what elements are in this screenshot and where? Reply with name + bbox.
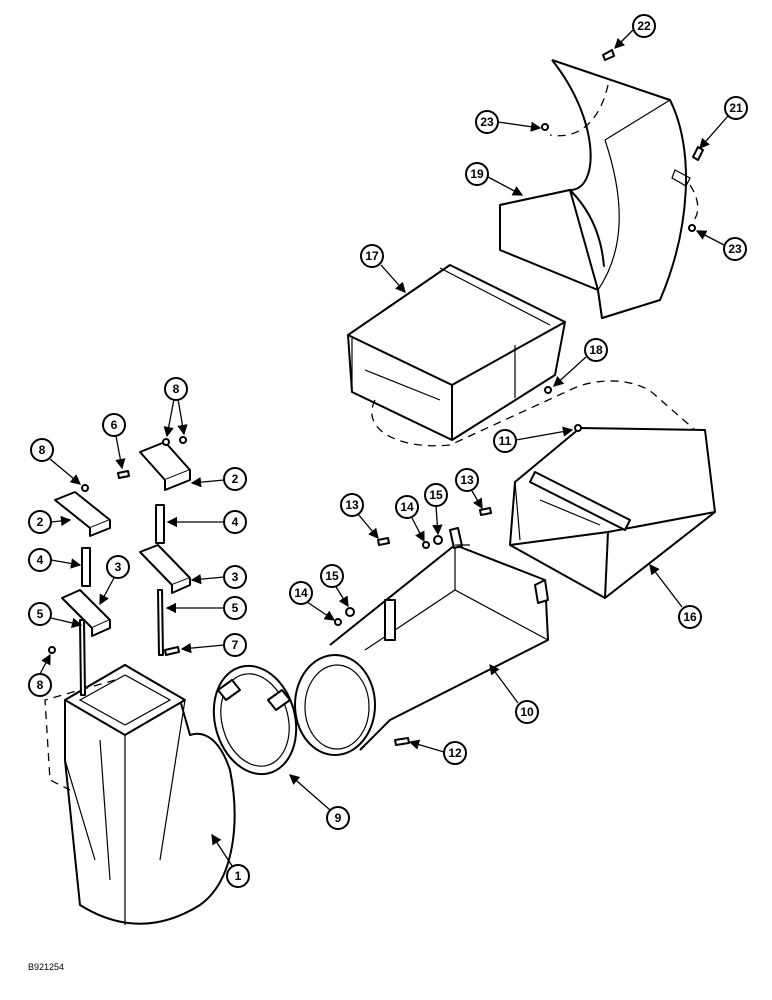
callout-bubble [723,237,747,261]
elbow-spout-part [499,59,699,319]
callout-label: 8 [173,382,180,396]
callout-bubble [226,864,250,888]
callout-label: 22 [637,19,651,33]
hardware-parts [48,49,704,746]
callout-bubble [223,467,247,491]
callout-bubble [223,565,247,589]
callout-layer: 1 2 2 3 3 4 4 5 5 6 7 8 [28,14,748,888]
callout-bubble [515,700,539,724]
extension-chute-part [347,264,566,441]
callout-bubble [584,338,608,362]
callout-label: 14 [294,586,308,600]
callout-bubble [424,483,448,507]
callout-label: 4 [37,553,44,567]
callout-label: 9 [335,811,342,825]
callout-bubble [724,96,748,120]
clamp-band-part [212,664,298,776]
callout-label: 11 [499,434,512,448]
callout-bubble [28,548,52,572]
callout-label: 13 [460,473,474,487]
callout-bubble [30,438,54,462]
hood-part [509,427,716,599]
callout-label: 21 [729,101,743,115]
callout-bubble [326,806,350,830]
callout-label: 5 [232,601,239,615]
callout-bubble [678,605,702,629]
alignment-line [371,380,696,447]
callout-bubble [360,244,384,268]
callout-bubble [340,493,364,517]
callout-bubble [102,413,126,437]
callout-label: 15 [325,569,339,583]
callout-bubble [223,510,247,534]
callout-bubble [28,510,52,534]
transition-tube-part [294,527,549,756]
callout-bubble [465,162,489,186]
callout-bubble [443,741,467,765]
callout-label: 3 [232,570,239,584]
callout-label: 5 [37,607,44,621]
callout-label: 16 [683,610,697,624]
callout-label: 14 [400,500,414,514]
callout-label: 2 [37,515,44,529]
callout-bubble [395,495,419,519]
callout-label: 2 [232,472,239,486]
callout-label: 19 [470,167,484,181]
callout-label: 10 [520,705,534,719]
callout-bubble [493,429,517,453]
callout-bubble [289,581,313,605]
callout-bubble [223,596,247,620]
main-tube-part [44,664,236,925]
callout-label: 18 [589,343,603,357]
callout-label: 17 [365,249,379,263]
callout-label: 6 [111,418,118,432]
callout-label: 8 [37,678,44,692]
callout-bubble [320,564,344,588]
callout-label: 23 [480,115,494,129]
callout-bubble [28,602,52,626]
callout-label: 12 [448,746,462,760]
callout-label: 7 [232,638,239,652]
callout-bubble [223,633,247,657]
callout-bubble [632,14,656,38]
callout-label: 8 [39,443,46,457]
callout-bubble [475,110,499,134]
callout-label: 13 [345,498,359,512]
callout-bubble [455,468,479,492]
callout-label: 15 [429,488,443,502]
callout-bubble [106,555,130,579]
callout-label: 3 [115,560,122,574]
figure-id: B921254 [28,962,64,972]
callout-bubble [164,377,188,401]
callout-label: 23 [728,242,742,256]
callout-label: 4 [232,515,239,529]
callout-bubble [28,673,52,697]
callout-label: 1 [235,869,242,883]
